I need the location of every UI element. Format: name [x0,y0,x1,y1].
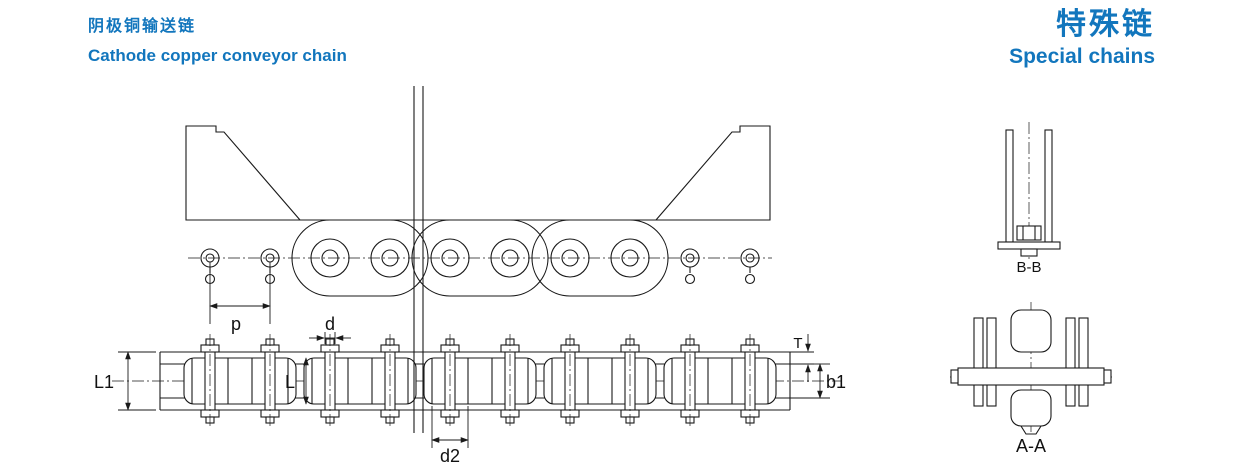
section-label-aa: A-A [1016,436,1046,456]
dimension-pitch: p [209,262,271,334]
page-title-en: Cathode copper conveyor chain [88,46,347,66]
category-title-zh: 特殊链 [1056,8,1155,41]
dim-label-d2: d2 [440,446,460,466]
plan-view [112,333,842,429]
dim-label-d: d [325,314,335,334]
dim-label-p: p [231,314,241,334]
plan-dimensions: L1 L d T b1 d2 [94,314,846,466]
dim-label-b1: b1 [826,372,846,392]
category-title-en: Special chains [1009,45,1155,68]
break-lines [413,86,424,433]
dim-label-l1: L1 [94,372,114,392]
header-right: 特殊链 Special chains [1009,8,1155,69]
dim-label-t: T [793,335,802,352]
header-left: 阴极铜输送链 Cathode copper conveyor chain [88,16,347,66]
section-a-a: A-A [950,302,1112,456]
dim-label-l: L [285,372,295,392]
attachment-bracket-right [654,125,771,221]
section-b-b: B-B [997,122,1061,276]
page-title-zh: 阴极铜输送链 [88,18,197,35]
side-view [185,125,772,297]
attachment-bracket-left [185,125,302,221]
section-label-bb: B-B [1016,259,1041,276]
